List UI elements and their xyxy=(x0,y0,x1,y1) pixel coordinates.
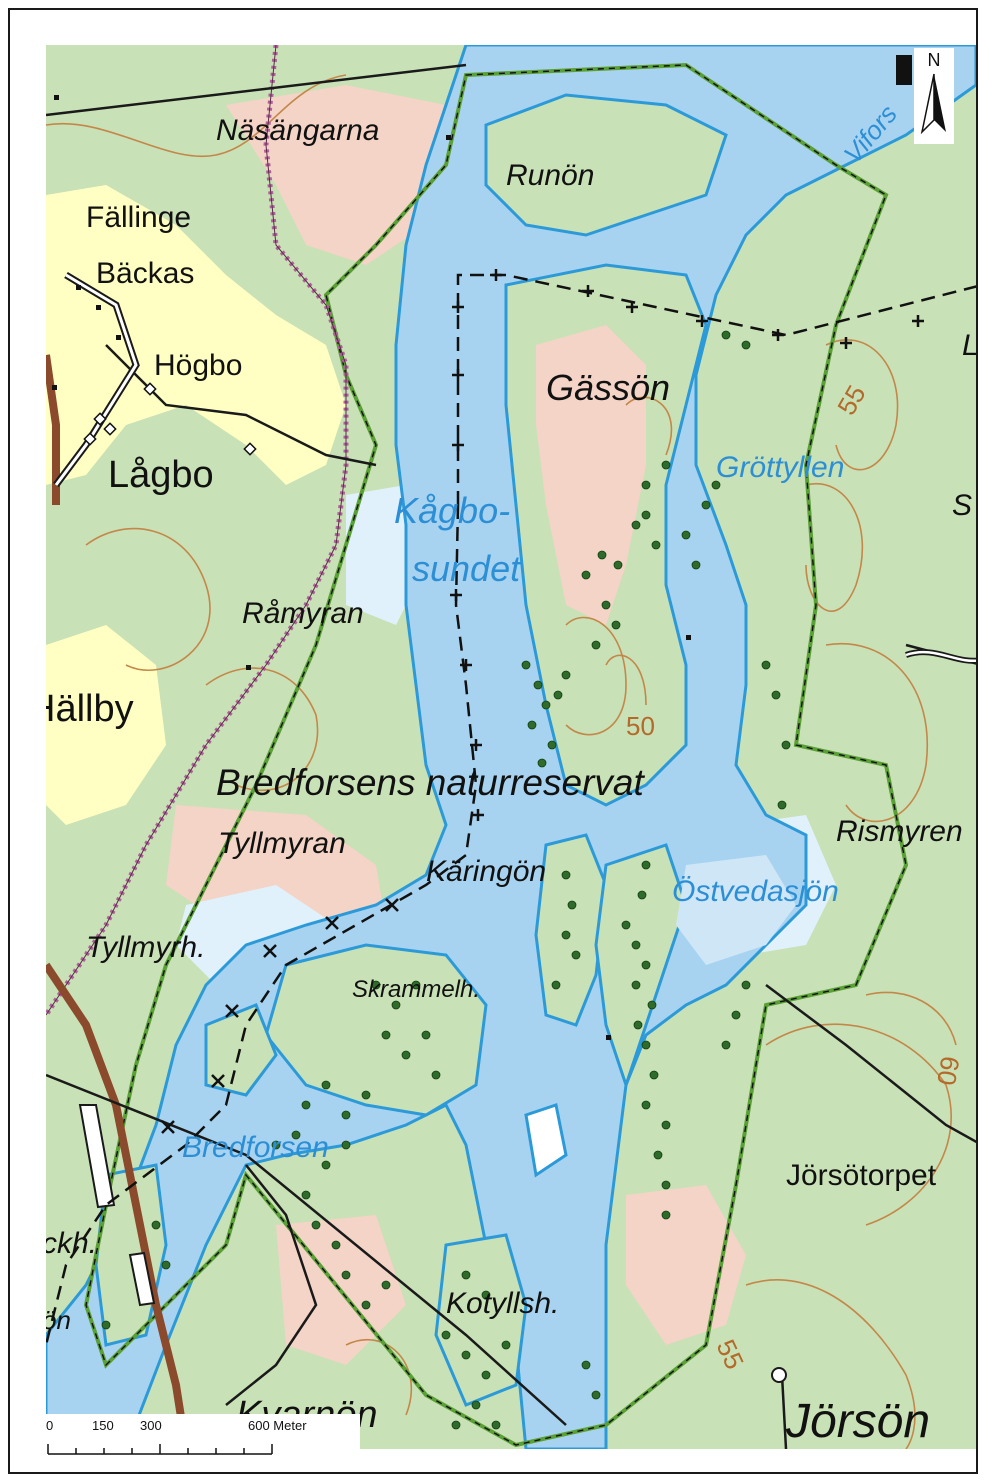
label-ckh: ckh. xyxy=(46,1227,97,1260)
contour-label: 60 xyxy=(931,1054,966,1088)
scale-tick-0: 0 xyxy=(46,1418,53,1433)
map-frame: Näsängarna Runön Fällinge Bäckas Högbo G… xyxy=(8,8,978,1474)
island-kotyllsh xyxy=(434,1233,528,1407)
label-ostvedasjon: Östvedasjön xyxy=(672,875,839,908)
label-reserve: Bredforsens naturreservat xyxy=(216,762,645,803)
island-east xyxy=(594,843,688,1090)
scale-tick-300: 300 xyxy=(140,1418,162,1433)
open-land-area xyxy=(46,625,166,825)
building-outline-symbols xyxy=(83,382,257,456)
label-kagbo-1: Kågbo- xyxy=(394,490,510,531)
island-skrammelh xyxy=(264,943,488,1117)
building-symbols xyxy=(52,95,691,1040)
label-karingon: Käringön xyxy=(426,855,546,888)
label-kagbo-2: sundet xyxy=(412,548,522,589)
tunnel-marker xyxy=(128,1251,156,1307)
label-on-fragment: ön xyxy=(46,1305,71,1335)
label-tyllmyran: Tyllmyran xyxy=(218,827,346,860)
label-jorson: Jörsön xyxy=(785,1395,930,1448)
scale-tick-150: 150 xyxy=(92,1418,114,1433)
river-kagbosundet xyxy=(46,45,976,1449)
label-ramyran: Råmyran xyxy=(242,597,364,630)
tree-dots xyxy=(101,330,791,1430)
label-hallby: Hällby xyxy=(46,688,134,730)
contour-lines xyxy=(46,74,957,1449)
label-nasangarna: Näsängarna xyxy=(216,114,379,147)
reserve-boundary-dash xyxy=(85,64,907,1446)
road-double-east-inner xyxy=(905,650,976,663)
contour-label: 50 xyxy=(626,711,655,741)
label-backas: Bäckas xyxy=(96,257,194,290)
north-arrow-label: N xyxy=(928,50,941,70)
label-gasson: Gässön xyxy=(546,367,670,408)
road-double-inner xyxy=(54,273,138,486)
label-kotyllsh: Kotyllsh. xyxy=(446,1287,559,1320)
island-runon xyxy=(484,93,728,237)
label-runon: Runön xyxy=(506,159,594,192)
scale-bar: 0 150 300 600 Meter xyxy=(40,1414,360,1464)
north-arrow: N xyxy=(914,48,954,144)
label-tyllmyrh: Tyllmyrh. xyxy=(86,931,205,964)
railway xyxy=(46,962,190,1449)
label-hogbo: Högbo xyxy=(154,349,242,382)
open-land-area xyxy=(46,185,346,485)
scale-tick-600: 600 Meter xyxy=(248,1418,307,1433)
label-grottyllen: Gröttyllen xyxy=(716,451,844,484)
label-skrammelh: Skrammelh. xyxy=(352,976,480,1003)
label-l-fragment: L xyxy=(962,329,978,362)
lake-ostvedasjon xyxy=(676,855,796,965)
railway-left xyxy=(46,354,60,505)
island-gasson-field xyxy=(536,325,646,625)
parish-boundary xyxy=(456,273,976,505)
power-line-core xyxy=(46,45,347,1016)
label-lagbo: Lågbo xyxy=(108,454,214,496)
tunnel-marker xyxy=(78,1104,116,1209)
label-fallinge: Fällinge xyxy=(86,201,191,234)
island-karingon xyxy=(534,833,608,1027)
label-jorsotorpet: Jörsötorpet xyxy=(786,1159,937,1192)
label-s-fragment: S xyxy=(952,489,972,522)
field-area xyxy=(226,85,466,265)
label-bredforsen: Bredforsen xyxy=(182,1131,329,1164)
map-canvas[interactable]: Näsängarna Runön Fällinge Bäckas Högbo G… xyxy=(46,45,978,1449)
north-arrow-icon: N xyxy=(920,50,946,135)
point-marker xyxy=(771,1367,787,1383)
field-area xyxy=(626,1185,746,1345)
island-small-2 xyxy=(524,1103,568,1178)
label-rismyren: Rismyren xyxy=(836,815,963,848)
boundary-crosses xyxy=(161,269,924,1134)
